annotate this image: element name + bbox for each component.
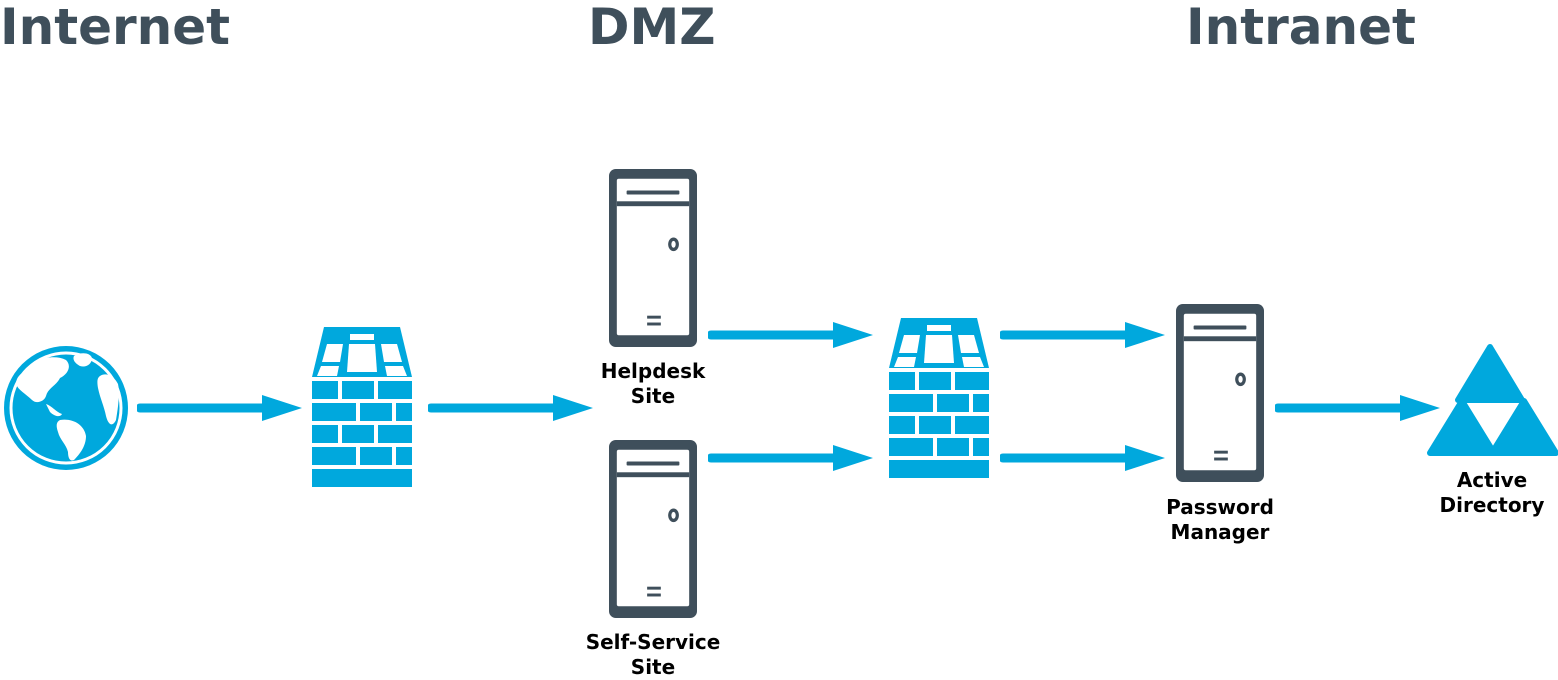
server-icon (1176, 304, 1264, 482)
self-service-site-label: Self-Service Site (586, 630, 721, 679)
firewall-icon (312, 327, 412, 487)
helpdesk-site-label-line2: Site (631, 384, 675, 408)
password-manager-label-line2: Manager (1171, 520, 1270, 544)
zone-title-dmz: DMZ (588, 0, 716, 56)
server-icon (609, 440, 697, 618)
arrow-firewall-to-password-manager-top (1003, 322, 1165, 348)
firewall-icon (889, 318, 989, 478)
password-manager-label-line1: Password (1166, 495, 1274, 519)
zone-title-internet: Internet (0, 0, 230, 56)
arrow-helpdesk-to-firewall (711, 322, 873, 348)
arrow-firewall-to-dmz (431, 395, 593, 421)
helpdesk-site-label-line1: Helpdesk (601, 359, 706, 383)
zone-title-intranet: Intranet (1186, 0, 1416, 56)
self-service-site-label-line2: Site (631, 655, 675, 679)
arrow-firewall-to-password-manager-bottom (1003, 445, 1165, 471)
globe-icon (4, 346, 128, 470)
password-manager-label: Password Manager (1166, 495, 1274, 544)
active-directory-label-line1: Active (1457, 468, 1527, 492)
arrow-globe-to-firewall (140, 395, 302, 421)
server-icon (609, 169, 697, 347)
arrow-selfservice-to-firewall (711, 445, 873, 471)
helpdesk-site-label: Helpdesk Site (601, 359, 706, 408)
active-directory-label: Active Directory (1440, 468, 1545, 517)
self-service-site-label-line1: Self-Service (586, 630, 721, 654)
active-directory-icon (1427, 344, 1558, 456)
arrow-password-manager-to-ad (1278, 395, 1440, 421)
active-directory-label-line2: Directory (1440, 493, 1545, 517)
